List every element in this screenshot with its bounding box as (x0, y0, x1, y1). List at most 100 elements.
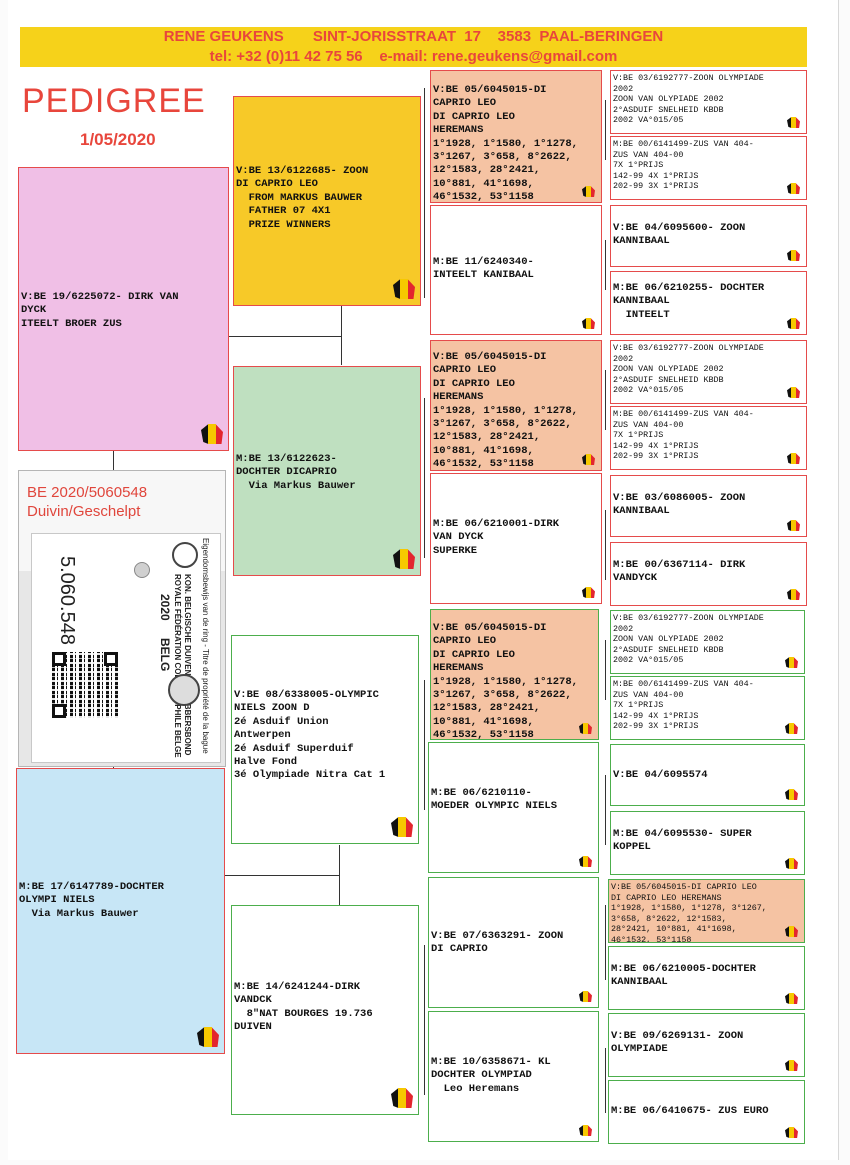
breeder-header: RENE GEUKENS SINT-JORISSTRAAT 17 3583 PA… (20, 27, 807, 67)
belgium-flag-icon (785, 723, 798, 734)
pigeon-text: V:BE 05/6045015-DI CAPRIO LEO DI CAPRIO … (611, 882, 767, 943)
connector-g4-4 (605, 510, 606, 580)
pigeon-text: V:BE 03/6086005- ZOON KANNIBAAL (613, 492, 746, 518)
connector-g4-2 (605, 240, 606, 290)
connector-mother-split (339, 845, 340, 905)
pigeon-text: V:BE 03/6192777-ZOON OLYMPIADE 2002 ZOON… (613, 73, 764, 126)
breeder-contact: tel: +32 (0)11 42 75 56 e-mail: rene.geu… (209, 48, 618, 65)
pigeon-text: M:BE 00/6141499-ZUS VAN 404- ZUS VAN 404… (613, 139, 754, 192)
belgium-flag-icon (582, 454, 595, 465)
belgium-flag-icon (785, 926, 798, 937)
pigeon-text: V:BE 03/6192777-ZOON OLYMPIADE 2002 ZOON… (613, 343, 764, 396)
belgium-flag-icon (787, 250, 800, 261)
connector-g4-1 (605, 100, 606, 160)
belgium-flag-icon (785, 1060, 798, 1071)
pigeon-card-g3-5: V:BE 05/6045015-DI CAPRIO LEO DI CAPRIO … (430, 609, 599, 740)
pigeon-card-g4-9: V:BE 03/6192777-ZOON OLYMPIADE 2002 ZOON… (610, 610, 805, 674)
ring-certificate-photo: BE 2020/5060548 Duivin/Geschelpt 5.060.5… (18, 470, 226, 767)
breeder-address: RENE GEUKENS SINT-JORISSTRAAT 17 3583 PA… (163, 28, 664, 45)
pigeon-text: V:BE 03/6192777-ZOON OLYMPIADE 2002 ZOON… (613, 613, 764, 666)
connector-g4-6 (605, 775, 606, 845)
connector-g3-a (424, 88, 425, 298)
pigeon-text: M:BE 06/6410675- ZUS EURO (611, 1105, 769, 1117)
pigeon-text: M:BE 06/6210110- MOEDER OLYMPIC NIELS (431, 787, 558, 813)
connector-g1-vertical (113, 450, 114, 470)
pigeon-text: M:BE 13/6122623- DOCHTER DICAPRIO Via Ma… (236, 453, 356, 492)
connector-g4-8 (605, 1048, 606, 1113)
belgium-flag-icon (582, 186, 595, 197)
pigeon-text: V:BE 13/6122685- ZOON DI CAPRIO LEO FROM… (236, 165, 369, 231)
connector-father-split (341, 305, 342, 365)
qr-corner (52, 704, 66, 718)
pigeon-card-dam: M:BE 17/6147789-DOCHTER OLYMPI NIELS Via… (16, 768, 225, 1054)
pigeon-card-g4-5: V:BE 03/6192777-ZOON OLYMPIADE 2002 ZOON… (610, 340, 807, 404)
pigeon-text: M:BE 06/6210001-DIRK VAN DYCK SUPERKE (433, 518, 560, 557)
ring-card-property: Eigendomsbewijs van de ring - Titre de p… (201, 538, 210, 754)
belgium-flag-icon (197, 1027, 219, 1047)
connector-father (228, 336, 342, 337)
belgium-flag-icon (787, 520, 800, 531)
pigeon-text: V:BE 05/6045015-DI CAPRIO LEO DI CAPRIO … (433, 84, 578, 203)
pigeon-text: V:BE 08/6338005-OLYMPIC NIELS ZOON D 2é … (234, 689, 386, 782)
pigeon-text: M:BE 10/6358671- KL DOCHTER OLYMPIAD Leo… (431, 1056, 551, 1095)
pigeon-card-g3-7: V:BE 07/6363291- ZOON DI CAPRIO (428, 877, 599, 1008)
connector-g3-d (424, 945, 425, 1095)
belgium-flag-icon (785, 1127, 798, 1138)
pigeon-text: M:BE 00/6141499-ZUS VAN 404- ZUS VAN 404… (613, 679, 754, 732)
pigeon-text: V:BE 05/6045015-DI CAPRIO LEO DI CAPRIO … (433, 622, 578, 740)
belgium-flag-icon (787, 117, 800, 128)
pigeon-text: M:BE 06/6210005-DOCHTER KANNIBAAL (611, 963, 756, 989)
qr-corner (52, 652, 66, 666)
pigeon-card-g3-3: V:BE 05/6045015-DI CAPRIO LEO DI CAPRIO … (430, 340, 602, 471)
pigeon-text: V:BE 19/6225072- DIRK VAN DYCK ITEELT BR… (21, 291, 179, 330)
pigeon-card-g4-16: M:BE 06/6410675- ZUS EURO (608, 1080, 805, 1144)
pigeon-card-g3-1: V:BE 05/6045015-DI CAPRIO LEO DI CAPRIO … (430, 70, 602, 203)
pigeon-card-g4-8: M:BE 00/6367114- DIRK VANDYCK (610, 542, 807, 606)
belgium-flag-icon (787, 589, 800, 600)
connector-g3-c (424, 680, 425, 810)
qr-corner (104, 652, 118, 666)
belgium-flag-icon (579, 856, 592, 867)
pigeon-card-g4-13: V:BE 05/6045015-DI CAPRIO LEO DI CAPRIO … (608, 879, 805, 943)
ring-card-federation-1: KON. BELGISCHE DUIVENLIEFHEBBERSBOND (183, 574, 192, 756)
pigeon-text: V:BE 04/6095574 (613, 769, 708, 781)
belgium-flag-icon (785, 993, 798, 1004)
belgium-flag-icon (393, 279, 415, 299)
pigeon-card-g3-4: M:BE 06/6210001-DIRK VAN DYCK SUPERKE (430, 473, 602, 604)
pigeon-text: M:BE 11/6240340- INTEELT KANIBAAL (433, 256, 534, 282)
pigeon-card-g3-2: M:BE 11/6240340- INTEELT KANIBAAL (430, 205, 602, 335)
pigeon-text: V:BE 04/6095600- ZOON KANNIBAAL (613, 222, 746, 248)
page-title: PEDIGREE (22, 82, 206, 120)
pigeon-card-g4-15: V:BE 09/6269131- ZOON OLYMPIADE (608, 1013, 805, 1077)
pigeon-card-g4-10: M:BE 00/6141499-ZUS VAN 404- ZUS VAN 404… (610, 676, 805, 740)
connector-g3-b (424, 398, 425, 558)
pigeon-text: M:BE 00/6367114- DIRK VANDYCK (613, 559, 746, 585)
pigeon-card-g4-7: V:BE 03/6086005- ZOON KANNIBAAL (610, 475, 807, 537)
connector-mother (224, 875, 340, 876)
belgium-flag-icon (785, 789, 798, 800)
pigeon-card-g3-6: M:BE 06/6210110- MOEDER OLYMPIC NIELS (428, 742, 599, 873)
federation-emblem-icon (168, 674, 200, 706)
ring-card-number: 5.060.548 (56, 556, 78, 645)
pigeon-card-g4-14: M:BE 06/6210005-DOCHTER KANNIBAAL (608, 946, 805, 1010)
ring-card-federation-2: ROYALE FÉDÉRATION COLOMBOPHILE BELGE (173, 574, 182, 758)
ring-pin-icon (134, 562, 150, 578)
pigeon-card-dam-dam: M:BE 14/6241244-DIRK VANDCK 8"NAT BOURGE… (231, 905, 419, 1115)
pigeon-text: M:BE 17/6147789-DOCHTER OLYMPI NIELS Via… (19, 881, 164, 920)
pigeon-card-g4-11: V:BE 04/6095574 (610, 744, 805, 806)
belgium-flag-icon (785, 858, 798, 869)
pigeon-card-g4-1: V:BE 03/6192777-ZOON OLYMPIADE 2002 ZOON… (610, 70, 807, 134)
pigeon-card-g4-2: M:BE 00/6141499-ZUS VAN 404- ZUS VAN 404… (610, 136, 807, 200)
pigeon-text: M:BE 14/6241244-DIRK VANDCK 8"NAT BOURGE… (234, 981, 373, 1034)
belgium-flag-icon (393, 549, 415, 569)
pigeon-card-sire-sire: V:BE 13/6122685- ZOON DI CAPRIO LEO FROM… (233, 96, 421, 306)
pigeon-card-g4-12: M:BE 04/6095530- SUPER KOPPEL (610, 811, 805, 875)
belgium-flag-icon (787, 318, 800, 329)
belgium-flag-icon (391, 1088, 413, 1108)
pigeon-text: M:BE 04/6095530- SUPER KOPPEL (613, 828, 752, 854)
belgium-flag-icon (785, 657, 798, 668)
pigeon-card-dam-sire: V:BE 08/6338005-OLYMPIC NIELS ZOON D 2é … (231, 635, 419, 844)
federation-seal-icon (172, 542, 198, 568)
pigeon-text: V:BE 07/6363291- ZOON DI CAPRIO (431, 930, 564, 956)
pigeon-text: M:BE 06/6210255- DOCHTER KANNIBAAL INTEE… (613, 282, 765, 321)
